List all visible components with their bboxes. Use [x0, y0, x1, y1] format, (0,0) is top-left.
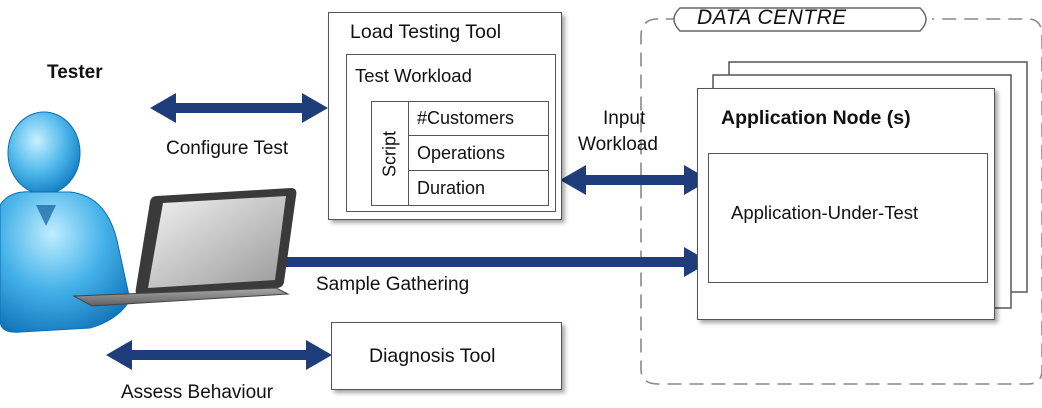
input-workload-arrow: [560, 165, 710, 195]
param-operations: Operations: [408, 135, 549, 171]
assess-behaviour-arrow: [106, 340, 332, 370]
script-label: Script: [379, 130, 400, 177]
param-customers-label: #Customers: [417, 108, 515, 128]
test-workload-box: Test Workload Script #Customers Operatio…: [346, 54, 556, 212]
diagnosis-tool-label: Diagnosis Tool: [369, 345, 496, 367]
configure-test-label: Configure Test: [166, 138, 289, 159]
test-workload-title: Test Workload: [355, 65, 472, 86]
data-centre-label: DATA CENTRE: [697, 6, 847, 29]
load-testing-tool-box: Load Testing Tool Test Workload Script #…: [328, 12, 562, 220]
sample-gathering-label: Sample Gathering: [316, 274, 470, 295]
tester-label: Tester: [47, 62, 103, 83]
param-duration-label: Duration: [417, 178, 486, 198]
sample-gathering-arrow: [204, 247, 710, 277]
laptop-icon: [72, 188, 297, 307]
param-operations-label: Operations: [417, 143, 506, 163]
input-workload-label-line1: Input: [603, 108, 646, 129]
tester-person-icon: [0, 111, 131, 333]
diagnosis-tool-box: Diagnosis Tool: [331, 322, 562, 390]
param-customers: #Customers: [408, 101, 549, 136]
application-under-test-box: Application-Under-Test: [708, 153, 988, 283]
assess-behaviour-label: Assess Behaviour: [121, 382, 274, 403]
script-box: Script: [371, 101, 409, 206]
data-centre-label-frame: [673, 7, 927, 32]
application-under-test-label: Application-Under-Test: [731, 202, 919, 223]
application-node-box: Application Node (s) Application-Under-T…: [697, 88, 995, 320]
load-testing-tool-title: Load Testing Tool: [350, 21, 502, 43]
input-workload-label-line2: Workload: [578, 134, 658, 155]
configure-test-arrow: [150, 93, 328, 123]
param-duration: Duration: [408, 170, 549, 206]
application-node-title: Application Node (s): [721, 107, 911, 129]
